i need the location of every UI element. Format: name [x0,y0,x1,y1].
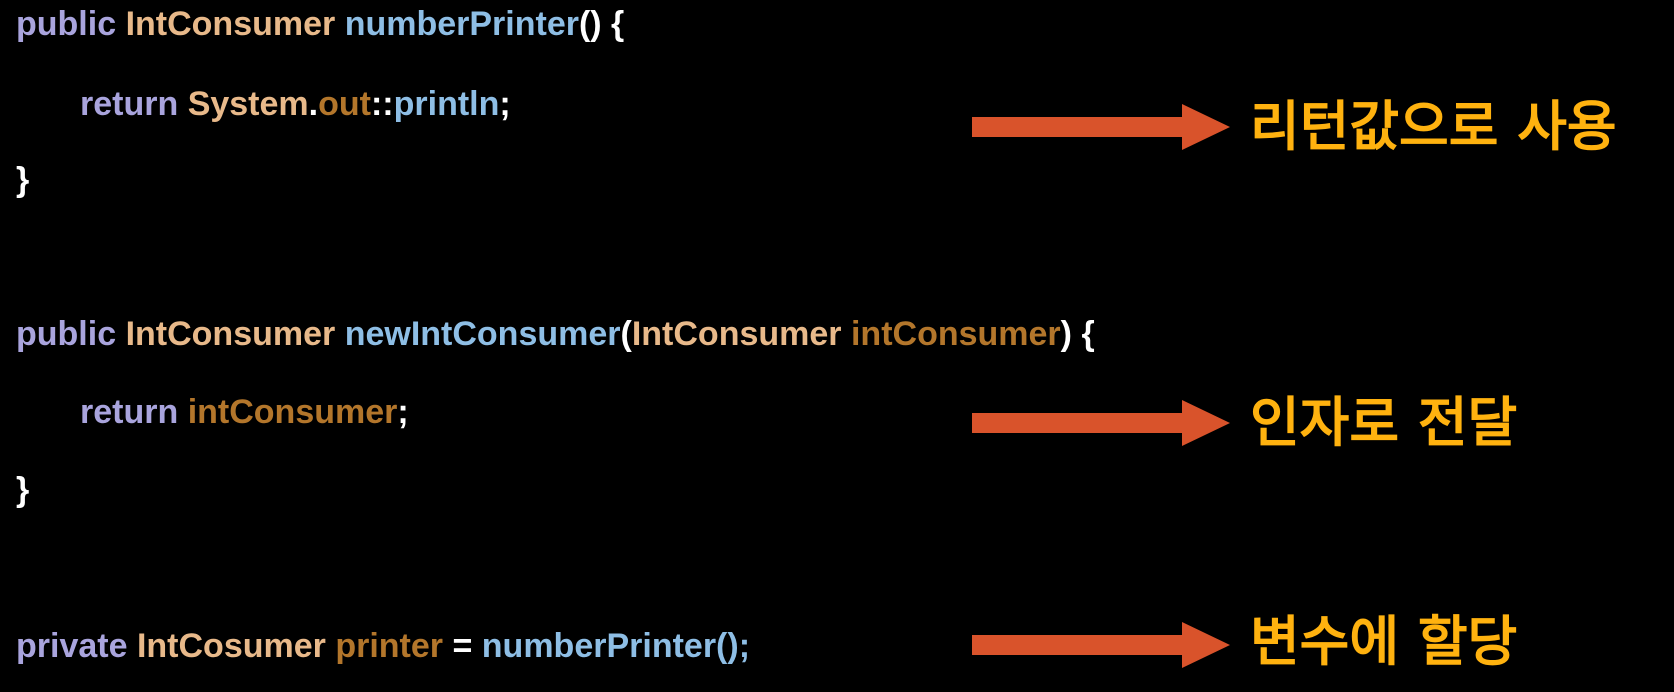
punctuation: ( [620,315,632,353]
code-line-return-method-reference: return System.out::println; [80,82,511,126]
right-arrow-icon [972,104,1230,150]
right-arrow-icon [972,622,1230,668]
type-name: System [187,85,309,123]
annotation-assign-to-variable: 변수에 할당 [1250,610,1518,673]
keyword: return [80,393,179,431]
type-name: IntConsumer [125,5,336,43]
keyword: public [16,5,117,43]
code-line-closing-brace: } [16,158,29,202]
code-line-closing-brace: } [16,468,29,512]
punctuation: ; [397,393,409,431]
code-line-number-printer-signature: public IntConsumer numberPrinter() { [16,2,624,46]
keyword: private [16,627,128,665]
keyword: return [80,85,179,123]
punctuation: } [16,471,30,509]
annotation-return-value: 리턴값으로 사용 [1250,95,1617,158]
type-name: IntConsumer [125,315,336,353]
keyword: public [16,315,117,353]
code-line-return-parameter: return intConsumer; [80,390,409,434]
punctuation: :: [370,85,394,123]
punctuation: () { [578,5,625,43]
method-name: println [393,85,500,123]
parameter-name: intConsumer [850,315,1061,353]
annotation-pass-as-argument: 인자로 전달 [1250,391,1518,454]
variable-name: intConsumer [187,393,398,431]
method-name: numberPrinter [344,5,579,43]
right-arrow-icon [972,400,1230,446]
method-name: newIntConsumer [344,315,621,353]
code-line-new-int-consumer-signature: public IntConsumer newIntConsumer(IntCon… [16,312,1095,356]
punctuation: ; [499,85,511,123]
type-name: IntCosumer [136,627,326,665]
field-name: printer [335,627,444,665]
parameter-type: IntConsumer [631,315,842,353]
method-call: numberPrinter(); [481,627,751,665]
punctuation: . [308,85,319,123]
punctuation: } [16,161,30,199]
field-name: out [318,85,371,123]
punctuation: ) { [1060,315,1095,353]
code-line-field-assignment: private IntCosumer printer = numberPrint… [16,624,750,668]
punctuation: = [452,627,473,665]
